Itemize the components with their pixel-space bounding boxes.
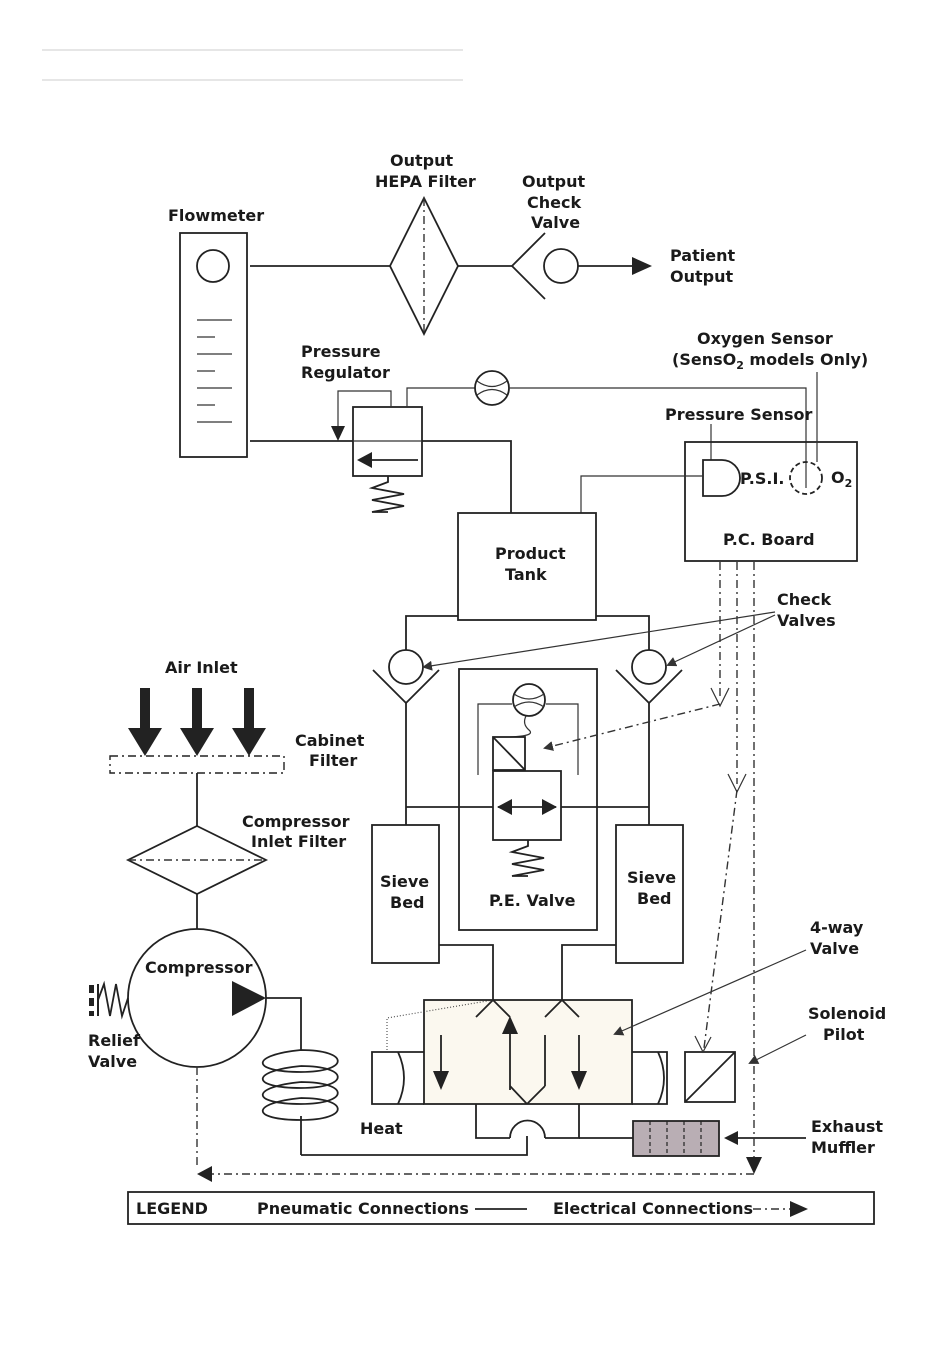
check-valves-leader-right (666, 614, 776, 667)
pipe-compressor-heat (266, 997, 302, 1050)
compressor-inlet-filter-label-1: Compressor (242, 812, 350, 831)
output-check-valve (511, 232, 579, 300)
pipe-tank-pressure-sensor (580, 475, 703, 513)
pressure-regulator-label-2: Regulator (301, 363, 390, 382)
product-tank-label-1: Product (495, 544, 566, 563)
flowmeter (179, 232, 248, 458)
output-hepa-label-2: HEPA Filter (375, 172, 476, 191)
patient-output-label-1: Patient (670, 246, 735, 265)
output-check-label-1: Output (522, 172, 585, 191)
sieve-bed-right (615, 824, 684, 964)
product-tank (457, 512, 597, 621)
compressor (127, 928, 267, 1068)
solenoid-pilot-label-1: Solenoid (808, 1004, 886, 1023)
pe-valve (458, 668, 598, 931)
output-hepa-filter (388, 195, 460, 337)
compressor-inlet-filter-label-2: Inlet Filter (251, 832, 346, 851)
electrical-connections (196, 562, 762, 1182)
output-check-label-2: Check (527, 193, 581, 212)
legend-electrical-arrow (790, 1201, 808, 1217)
cabinet-filter-label-1: Cabinet (295, 731, 365, 750)
air-inlet-arrows (128, 688, 266, 756)
check-valves-leader-left (422, 611, 776, 671)
pipe-sieve-right-4way (561, 944, 616, 1000)
sieve-bed-right-label-1: Sieve (627, 868, 676, 887)
pipe-exhaust-right (545, 1104, 580, 1139)
exhaust-muffler-label-1: Exhaust (811, 1117, 883, 1136)
exhaust-leader-arrow (724, 1131, 738, 1145)
cabinet-filter-label-2: Filter (309, 751, 357, 770)
sieve-bed-left (371, 824, 440, 964)
compressor-inlet-filter (125, 824, 269, 896)
legend-title: LEGEND (136, 1199, 208, 1218)
pipe-crossover (509, 1119, 546, 1139)
pressure-sensor-label: Pressure Sensor (665, 405, 813, 424)
heat-exchanger-coil (262, 1049, 339, 1155)
heat-label: Heat (360, 1119, 403, 1138)
legend-electrical-label: Electrical Connections (553, 1199, 753, 1218)
solenoid-pilot-label-2: Pilot (823, 1025, 865, 1044)
pipe-sieve-left-4way (439, 944, 494, 1000)
cabinet-filter (109, 755, 285, 774)
psi-label: P.S.I. (740, 469, 785, 488)
sieve-bed-left-label-1: Sieve (380, 872, 429, 891)
pipe-exhaust-left (475, 1104, 510, 1139)
check-valve-right (615, 649, 683, 704)
o2-label: O2 (831, 468, 852, 490)
pipe-regulator-sensor-a (406, 387, 475, 407)
exhaust-muffler-label-2: Muffler (811, 1138, 875, 1157)
product-tank-label-2: Tank (505, 565, 547, 584)
pipe-tank-check-left (405, 615, 458, 650)
exhaust-muffler (632, 1120, 720, 1157)
air-inlet-label: Air Inlet (165, 658, 238, 677)
pipe-restrictor-sensor (509, 387, 807, 468)
pipe-heat-4way (301, 1136, 528, 1156)
oxygen-sensor-label-2: (SensO2 models Only) (672, 350, 868, 372)
output-check-label-3: Valve (531, 213, 580, 232)
oxygen-sensor-icon (789, 461, 823, 495)
patient-output-arrow (632, 257, 652, 275)
sieve-bed-right-label-2: Bed (637, 889, 672, 908)
relief-valve (89, 980, 129, 1020)
flow-restrictor-top (474, 370, 510, 406)
pipe-tank-check-right (596, 615, 650, 650)
solenoid-pilot (684, 1051, 736, 1103)
legend-pneumatic-label: Pneumatic Connections (257, 1199, 469, 1218)
relief-valve-label-1: Relief (88, 1031, 141, 1050)
four-way-valve-label-1: 4-way (810, 918, 864, 937)
compressor-label: Compressor (145, 958, 253, 977)
pe-valve-label: P.E. Valve (489, 891, 576, 910)
pressure-regulator (331, 390, 423, 513)
pressure-sensor-icon (702, 459, 741, 497)
pc-board-label: P.C. Board (723, 530, 815, 549)
sieve-bed-left-label-2: Bed (390, 893, 425, 912)
flowmeter-label: Flowmeter (168, 206, 264, 225)
solenoid-leader (748, 1034, 807, 1064)
check-valve-left (372, 649, 440, 704)
check-valves-label-1: Check (777, 590, 831, 609)
check-valves-label-2: Valves (777, 611, 836, 630)
oxygen-sensor-label-1: Oxygen Sensor (697, 329, 833, 348)
patient-output-label-2: Output (670, 267, 733, 286)
relief-valve-label-2: Valve (88, 1052, 137, 1071)
four-way-valve-label-2: Valve (810, 939, 859, 958)
pc-board (684, 441, 858, 562)
pressure-regulator-label-1: Pressure (301, 342, 381, 361)
legend: LEGEND Pneumatic Connections Electrical … (127, 1191, 875, 1225)
pipe-regulator-tank (422, 440, 512, 513)
four-way-valve (371, 999, 668, 1105)
output-hepa-label-1: Output (390, 151, 453, 170)
